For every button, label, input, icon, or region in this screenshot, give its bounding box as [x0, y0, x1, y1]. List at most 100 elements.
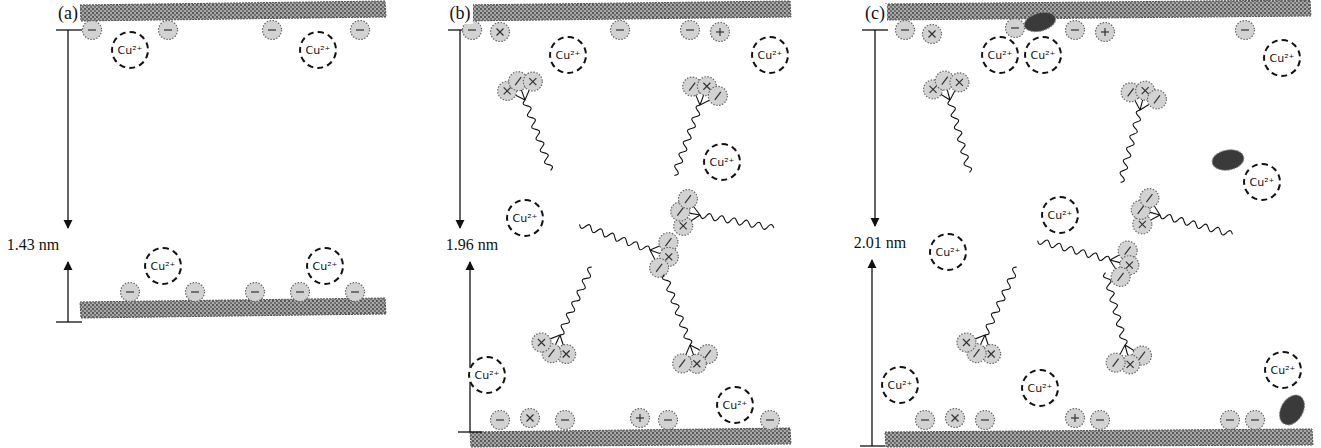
ion-label: Cu²⁺ [306, 45, 331, 56]
surface-charges [83, 19, 1265, 430]
copper-ion: Cu²⁺ [703, 143, 741, 181]
surfactant-molecule [1103, 273, 1151, 374]
ion-label: Cu²⁺ [1048, 210, 1073, 221]
copper-ion: Cu²⁺ [306, 247, 344, 285]
panel-letter: (b) [448, 4, 473, 24]
charge-circle [523, 72, 542, 91]
copper-ion: Cu²⁺ [929, 233, 967, 271]
surfactant-layer [498, 71, 1233, 374]
surfactant-molecule [957, 267, 1017, 363]
ion-label: Cu²⁺ [723, 400, 748, 411]
ion-label: Cu²⁺ [758, 50, 783, 61]
ion-label: Cu²⁺ [151, 261, 176, 272]
copper-ion: Cu²⁺ [299, 31, 337, 69]
charge-circle [291, 283, 310, 302]
charge-circle [1096, 23, 1115, 42]
panel-letter: (c) [863, 4, 887, 24]
dimension-bar [860, 445, 885, 446]
ion-label: Cu²⁺ [1031, 50, 1056, 61]
charge-circle [351, 21, 370, 40]
charge-circle [159, 21, 178, 40]
surfactant-molecule [1131, 189, 1232, 235]
charge-circle [1066, 21, 1085, 40]
charge-circle [946, 409, 965, 428]
charge-circle [83, 21, 102, 40]
contaminant-blobs [1022, 9, 1309, 429]
charge-circle [678, 190, 697, 209]
charge-circle [1246, 411, 1265, 430]
clay-plate [470, 428, 791, 447]
ion-label: Cu²⁺ [513, 213, 538, 224]
charge-circle [681, 21, 700, 40]
charge-circle [650, 258, 669, 277]
copper-ion: Cu²⁺ [1021, 369, 1059, 407]
spacing-dimension: 2.01 nm [852, 234, 908, 252]
ion-label: Cu²⁺ [710, 157, 735, 168]
dimension-bar [56, 29, 82, 30]
clay-plates [80, 0, 1313, 447]
charge-circle [491, 23, 510, 42]
clay-plate [885, 429, 1313, 447]
spacing-arrows [56, 30, 888, 446]
dimension-arrow [67, 262, 68, 322]
clay-plate [460, 1, 791, 21]
charge-circle [1111, 267, 1130, 286]
ion-label: Cu²⁺ [556, 50, 581, 61]
charge-circle [246, 283, 265, 302]
charge-circle [631, 409, 650, 428]
ion-label: Cu²⁺ [313, 261, 338, 272]
dark-particle [1211, 147, 1246, 172]
clay-plate [885, 0, 1311, 20]
copper-ion: Cu²⁺ [881, 366, 919, 404]
copper-ion: Cu²⁺ [144, 247, 182, 285]
charge-circle [1147, 90, 1166, 109]
surfactant-molecule [580, 224, 679, 277]
charge-circle [263, 21, 282, 40]
charge-circle [1236, 21, 1255, 40]
ion-label: Cu²⁺ [988, 50, 1013, 61]
dimension-arrow [459, 30, 460, 228]
panel-letter: (a) [56, 4, 80, 24]
charge-circle [976, 411, 995, 430]
charge-circle [346, 283, 365, 302]
ion-label: Cu²⁺ [936, 247, 961, 258]
copper-ion: Cu²⁺ [1024, 36, 1062, 74]
charge-circle [659, 411, 678, 430]
dark-particle [1274, 391, 1309, 430]
charge-circle [1221, 411, 1240, 430]
charge-circle [121, 283, 140, 302]
copper-ion: Cu²⁺ [506, 199, 544, 237]
clay-plate [80, 1, 386, 21]
charge-circle [957, 333, 976, 352]
spacing-dimension: 1.43 nm [5, 236, 61, 254]
charge-circle [611, 21, 630, 40]
dimension-arrow [469, 262, 470, 432]
dimension-bar [56, 321, 82, 322]
copper-ion: Cu²⁺ [1263, 39, 1301, 77]
ion-label: Cu²⁺ [1271, 365, 1296, 376]
ion-label: Cu²⁺ [1028, 383, 1053, 394]
surfactant-molecule [924, 71, 972, 172]
charge-circle [532, 333, 551, 352]
copper-ion: Cu²⁺ [1041, 196, 1079, 234]
copper-ion: Cu²⁺ [111, 31, 149, 69]
copper-ion: Cu²⁺ [1264, 351, 1302, 389]
copper-ion: Cu²⁺ [751, 36, 789, 74]
charge-circle [1091, 411, 1110, 430]
surfactant-molecule [1038, 240, 1139, 286]
copper-ion: Cu²⁺ [981, 36, 1019, 74]
surfactant-molecule [662, 275, 717, 374]
ion-label: Cu²⁺ [475, 370, 500, 381]
charge-circle [923, 25, 942, 44]
copper-ion: Cu²⁺ [468, 356, 506, 394]
charge-circle [556, 411, 575, 430]
charge-circle [896, 21, 915, 40]
charge-circle [186, 283, 205, 302]
ion-label: Cu²⁺ [1250, 177, 1275, 188]
dimension-arrow [874, 30, 875, 226]
dimension-bar [458, 431, 482, 432]
dark-particle [1022, 9, 1058, 35]
charge-circle [673, 354, 692, 373]
